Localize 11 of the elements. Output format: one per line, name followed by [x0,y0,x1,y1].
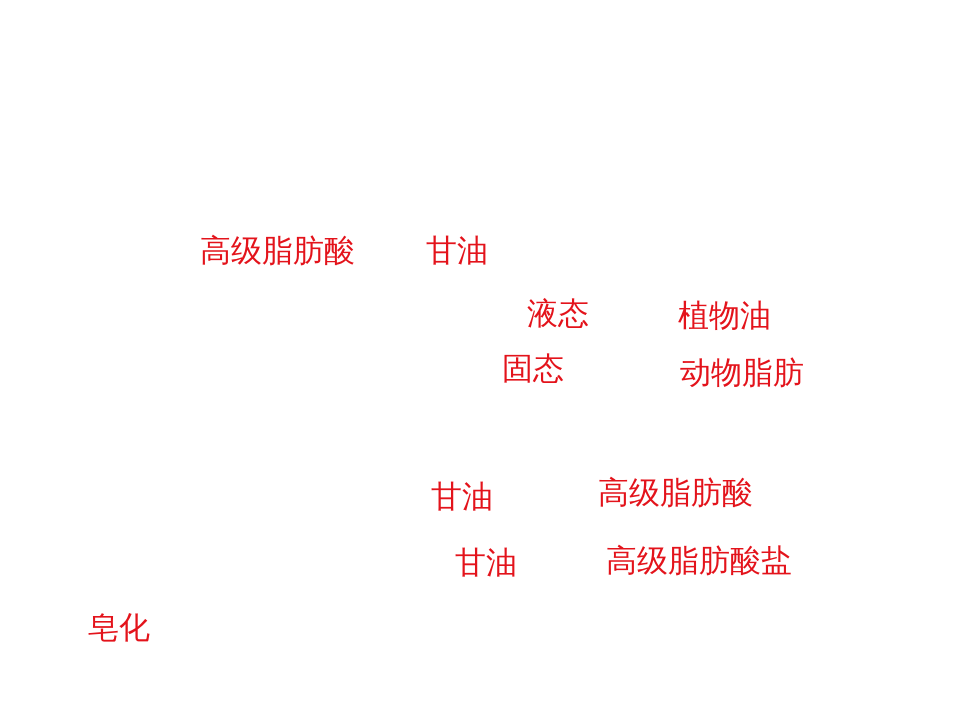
term-label: 高级脂肪酸 [598,475,753,511]
term-label: 高级脂肪酸 [200,233,355,269]
term-label: 甘油 [431,479,493,515]
term-label: 液态 [527,296,589,332]
term-label: 高级脂肪酸盐 [606,543,792,579]
term-label: 植物油 [678,298,771,334]
term-label: 皂化 [88,610,150,646]
term-label: 甘油 [455,545,517,581]
term-label: 甘油 [426,233,488,269]
term-label: 固态 [502,351,564,387]
term-label: 动物脂肪 [680,355,804,391]
